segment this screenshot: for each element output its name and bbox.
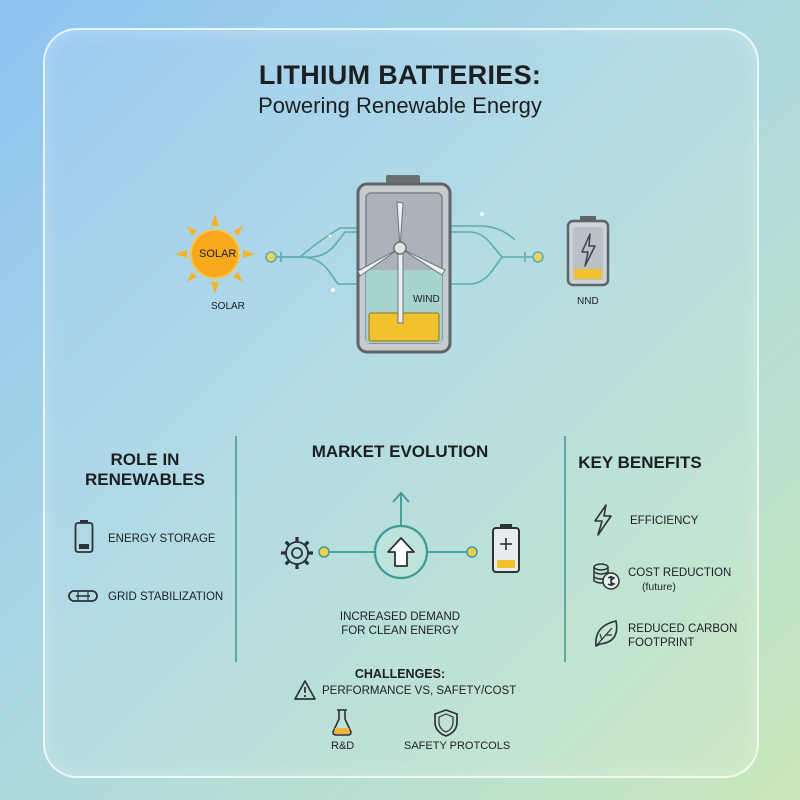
benefit-efficiency: EFFICIENCY — [630, 515, 699, 527]
benefit-cost-reduction: COST REDUCTION (future) — [628, 566, 731, 594]
sun-icon — [175, 214, 255, 294]
market-caption-line2: FOR CLEAN ENERGY — [341, 625, 459, 637]
challenge-rd: R&D — [331, 740, 355, 752]
leaf-icon — [595, 620, 618, 647]
warning-icon — [294, 680, 316, 700]
grid-link-icon — [68, 590, 98, 602]
flask-icon — [332, 709, 352, 736]
benefit-reduced-carbon: REDUCED CARBON FOOTPRINT — [628, 622, 737, 650]
market-caption: INCREASED DEMAND FOR CLEAN ENERGY — [240, 610, 560, 638]
charging-battery-icon — [492, 524, 520, 573]
role-item-grid-stabilization: GRID STABILIZATION — [108, 591, 224, 603]
wind-label: WIND — [413, 294, 440, 305]
wind-turbine-icon — [357, 201, 446, 324]
role-title-line2: RENEWABLES — [85, 470, 205, 489]
gear-icon — [281, 537, 313, 569]
shield-icon — [434, 709, 458, 737]
challenges-title: CHALLENGES: — [354, 667, 446, 681]
role-title-line1: ROLE IN — [110, 450, 180, 469]
page-title: LITHIUM BATTERIES: — [258, 60, 542, 90]
benefit-reduced-carbon-line1: REDUCED CARBON — [628, 623, 738, 635]
challenges-subtitle: PERFORMANCE VS, SAFETY/COST — [322, 685, 517, 697]
main-card — [43, 28, 759, 778]
sun-label: SOLAR — [211, 301, 245, 312]
divider-right — [564, 436, 566, 662]
coins-icon — [593, 563, 620, 590]
benefits-title: KEY BENEFITS — [578, 453, 702, 472]
challenge-safety-protocols: SAFETY PROTCOLS — [404, 740, 511, 752]
market-flow-diagram — [318, 491, 478, 580]
large-battery-icon — [356, 175, 452, 354]
page-subtitle: Powering Renewable Energy — [258, 93, 542, 118]
benefit-reduced-carbon-line2: FOOTPRINT — [628, 637, 695, 649]
benefit-cost-reduction-line2: (future) — [642, 581, 676, 593]
battery-icon — [74, 520, 94, 553]
market-caption-line1: INCREASED DEMAND — [339, 611, 461, 623]
benefit-cost-reduction-line1: COST REDUCTION — [628, 567, 732, 579]
lightning-icon — [594, 504, 612, 536]
market-title: MARKET EVOLUTION — [311, 442, 489, 461]
role-title: ROLE IN RENEWABLES — [60, 450, 230, 490]
sun-inner-label: SOLAR — [199, 248, 237, 260]
small-battery-icon — [566, 216, 610, 287]
small-battery-label: NND — [577, 296, 599, 307]
divider-left — [235, 436, 237, 662]
role-item-energy-storage: ENERGY STORAGE — [108, 533, 216, 545]
